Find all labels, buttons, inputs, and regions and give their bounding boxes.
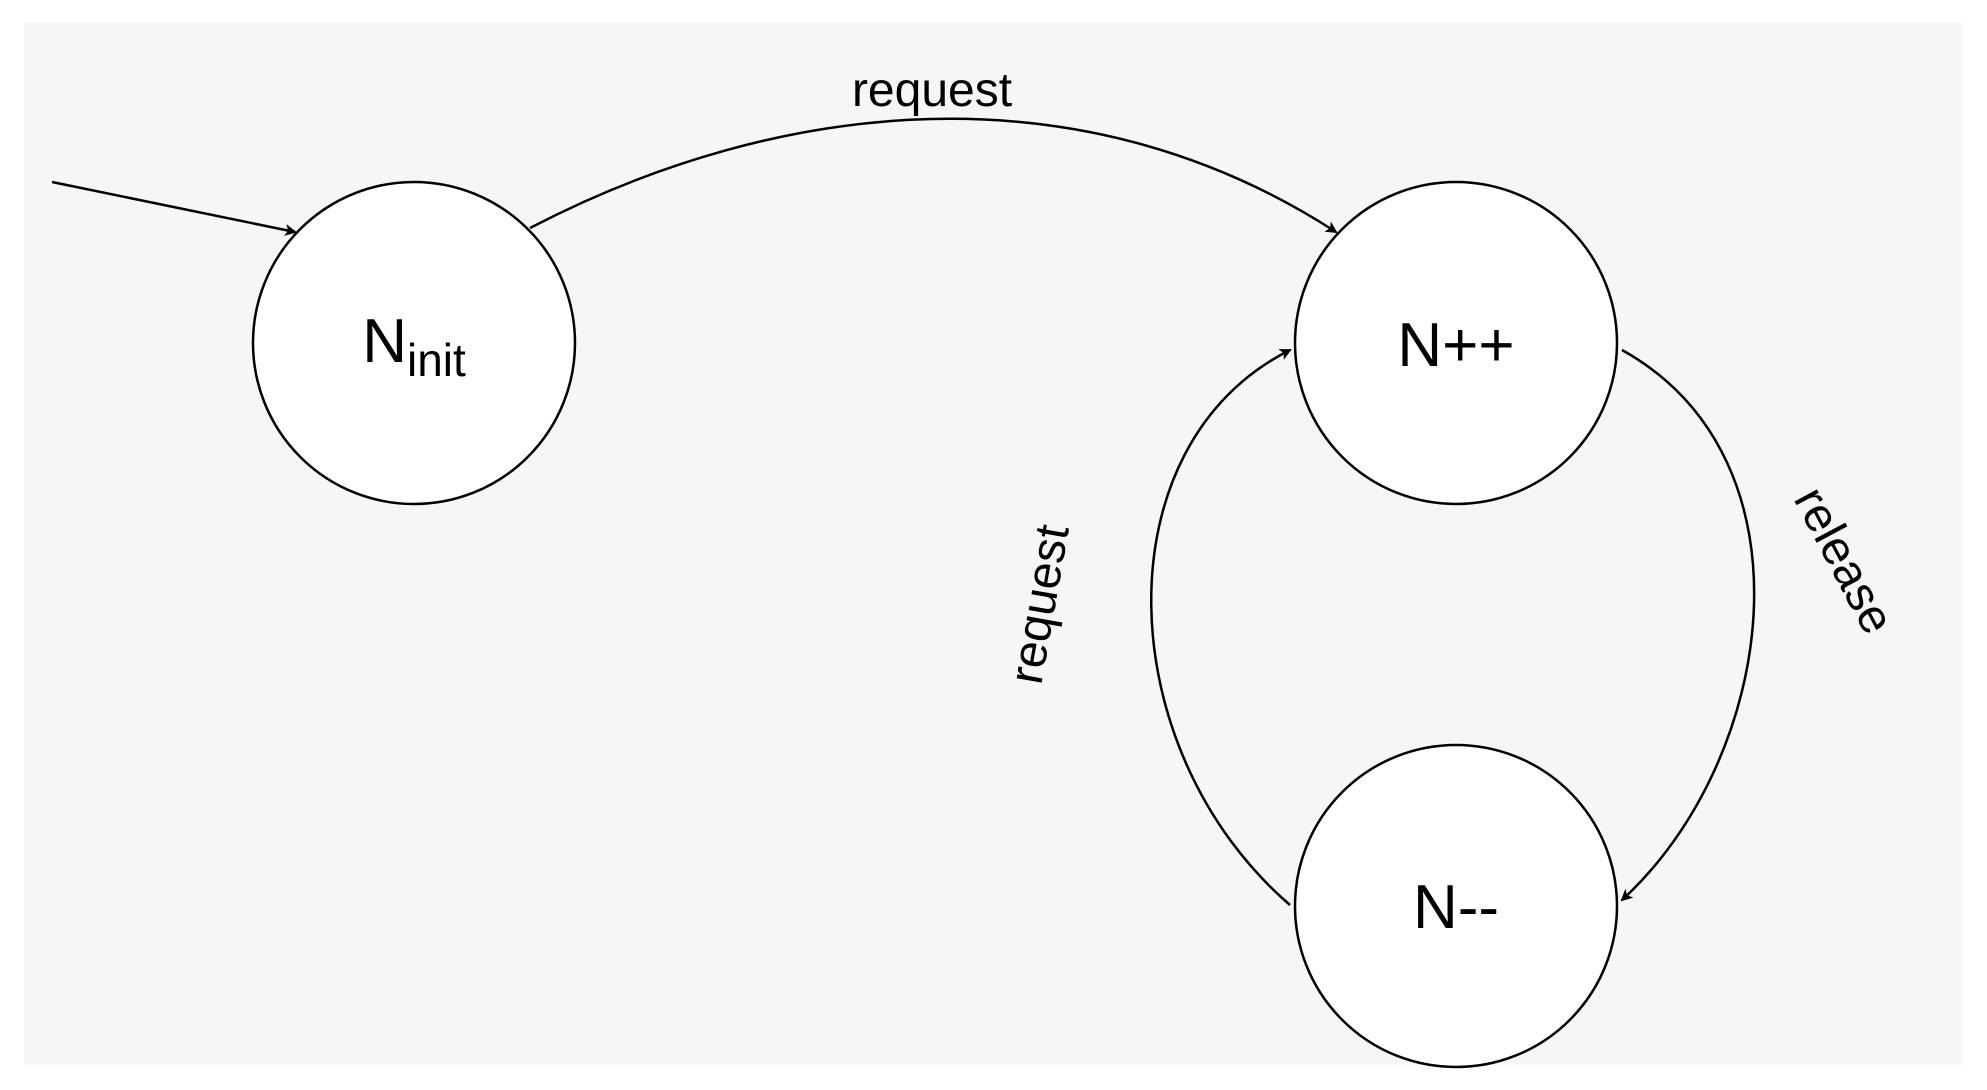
transition-label-init-to-inc: request [852, 64, 1012, 117]
state-n-init-label: Ninit [362, 307, 466, 386]
state-n-init-circle [251, 180, 577, 506]
transition-init-to-inc [529, 117, 1338, 234]
diagram-background [24, 22, 1962, 1065]
state-n-init-subscript: init [407, 334, 466, 386]
state-n-decrement: N-- [1293, 743, 1619, 1069]
transition-inc-to-dec [1620, 348, 1756, 902]
state-n-init-main: N [362, 307, 407, 376]
state-n-decrement-label: N-- [1413, 873, 1499, 942]
state-n-init: Ninit [251, 180, 577, 506]
initial-entry-arrow [51, 180, 297, 236]
state-n-decrement-circle [1293, 743, 1619, 1069]
state-n-increment-label: N++ [1397, 311, 1514, 380]
transition-dec-to-inc [1150, 348, 1292, 906]
state-n-increment-circle [1293, 180, 1619, 506]
state-n-increment: N++ [1293, 180, 1619, 506]
